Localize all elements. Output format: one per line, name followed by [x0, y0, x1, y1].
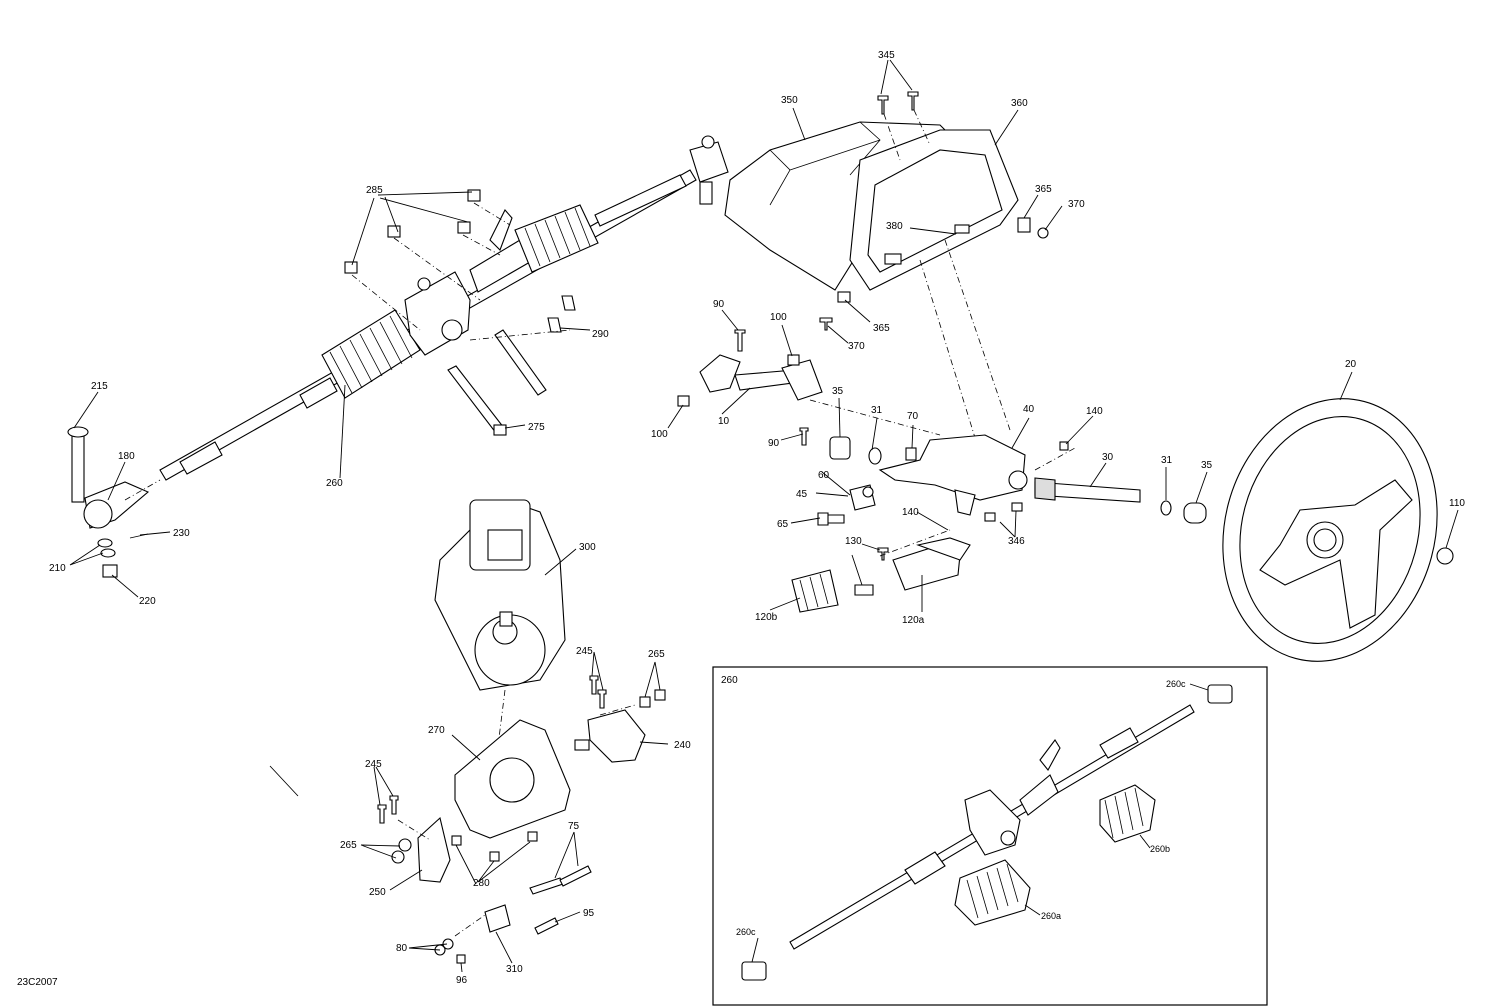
- inset-frame-260: [712, 666, 1268, 1006]
- inset-title: 260: [721, 675, 738, 686]
- callout-45: 45: [796, 489, 808, 500]
- steering-wheel: [1222, 398, 1438, 662]
- callout-31-left: 31: [871, 405, 883, 416]
- callout-100-top: 100: [770, 312, 787, 323]
- callout-labels: 285 290 275 215 180 230 210 220 260 345 …: [17, 50, 1465, 988]
- inset-bellows-260b: [1099, 784, 1156, 843]
- callout-300: 300: [579, 542, 596, 553]
- callout-220: 220: [139, 596, 156, 607]
- callout-90-top: 90: [713, 299, 725, 310]
- callout-215: 215: [91, 381, 108, 392]
- inset-rack-260: [741, 684, 1233, 981]
- callout-20: 20: [1345, 359, 1357, 370]
- callout-80: 80: [396, 943, 408, 954]
- callout-90-bottom: 90: [768, 438, 780, 449]
- callout-275: 275: [528, 422, 545, 433]
- rack-housing: [404, 209, 531, 356]
- callout-346: 346: [1008, 536, 1025, 547]
- callout-10: 10: [718, 416, 730, 427]
- callout-260c-top: 260c: [1166, 679, 1186, 689]
- bellows-right: [514, 204, 599, 273]
- callout-100-bottom: 100: [651, 429, 668, 440]
- callout-75: 75: [568, 821, 580, 832]
- callout-265-left: 265: [340, 840, 357, 851]
- callout-310: 310: [506, 964, 523, 975]
- callout-365-top: 365: [1035, 184, 1052, 195]
- callout-260b: 260b: [1150, 844, 1170, 854]
- leader-lines: [69, 59, 1459, 973]
- callout-350: 350: [781, 95, 798, 106]
- steering-rack-assembly: [159, 135, 729, 481]
- callout-65: 65: [777, 519, 789, 530]
- callout-130: 130: [845, 536, 862, 547]
- callout-60: 60: [818, 470, 830, 481]
- power-steering-unit: [434, 499, 566, 771]
- tie-rod-end-left: [67, 426, 161, 578]
- callout-260c-bottom: 260c: [736, 927, 756, 937]
- callout-265-right: 265: [648, 649, 665, 660]
- bracket-270: [454, 719, 571, 839]
- callout-360: 360: [1011, 98, 1028, 109]
- callout-140-right: 140: [1086, 406, 1103, 417]
- callout-31-right: 31: [1161, 455, 1173, 466]
- callout-95: 95: [583, 908, 595, 919]
- callout-290: 290: [592, 329, 609, 340]
- callout-345: 345: [878, 50, 895, 61]
- column-support: [878, 434, 1028, 516]
- intermediate-shaft: [677, 329, 941, 446]
- callout-35-left: 35: [832, 386, 844, 397]
- callout-210: 210: [49, 563, 66, 574]
- callout-260a: 260a: [1041, 911, 1061, 921]
- callout-380: 380: [886, 221, 903, 232]
- callout-240: 240: [674, 740, 691, 751]
- callout-270: 270: [428, 725, 445, 736]
- callout-120a: 120a: [902, 615, 925, 626]
- callout-140-left: 140: [902, 507, 919, 518]
- callout-120b: 120b: [755, 612, 778, 623]
- harness-120: [791, 529, 971, 613]
- bracket-240: [574, 709, 646, 763]
- callout-180: 180: [118, 451, 135, 462]
- inset-bellows-260a: [954, 859, 1031, 926]
- callout-280: 280: [473, 878, 490, 889]
- dash-cover-360: [849, 129, 1019, 291]
- callout-96: 96: [456, 975, 468, 986]
- callout-40: 40: [1023, 404, 1035, 415]
- diagram-code: 23C2007: [17, 977, 58, 988]
- callout-30: 30: [1102, 452, 1114, 463]
- callout-370-top: 370: [1068, 199, 1085, 210]
- callout-250: 250: [369, 887, 386, 898]
- callout-70: 70: [907, 411, 919, 422]
- callout-285: 285: [366, 185, 383, 196]
- callout-230: 230: [173, 528, 190, 539]
- callout-110: 110: [1449, 498, 1465, 509]
- callout-35-right: 35: [1201, 460, 1213, 471]
- callout-365-bottom: 365: [873, 323, 890, 334]
- callout-370-bottom: 370: [848, 341, 865, 352]
- tie-rod-end-right: [689, 135, 729, 205]
- bracket-250: [417, 816, 451, 883]
- callout-245-right: 245: [576, 646, 593, 657]
- bellows-left: [321, 309, 421, 399]
- callout-245-left: 245: [365, 759, 382, 770]
- callout-260: 260: [326, 478, 343, 489]
